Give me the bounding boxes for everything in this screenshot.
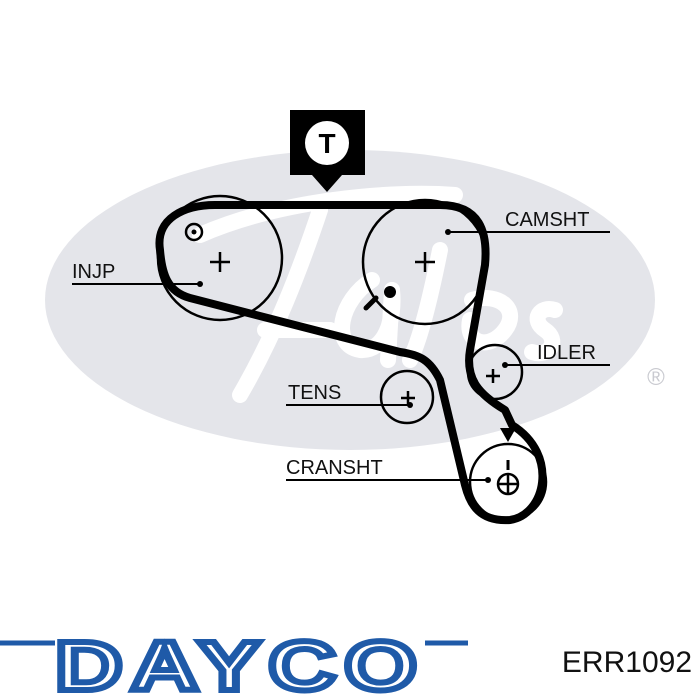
center-cross-icon	[486, 369, 500, 383]
label-idler: IDLER	[537, 342, 596, 364]
label-injection-pump: INJP	[72, 261, 115, 283]
timing-belt	[155, 201, 547, 525]
injection-pump-pulley	[156, 194, 284, 322]
idler-pulley	[466, 343, 524, 401]
t-marker-letter: T	[318, 128, 335, 159]
timing-hole-icon	[184, 222, 204, 242]
leader-dots	[197, 229, 508, 483]
center-cross-icon	[498, 474, 518, 494]
tensioner-pulley	[379, 369, 435, 425]
label-camshaft: CAMSHT	[505, 209, 589, 231]
crankshaft-pulley	[468, 442, 548, 522]
center-cross-icon	[415, 252, 435, 272]
dayco-logo: DAYCO	[0, 624, 468, 700]
part-number: ERR1092	[562, 646, 692, 679]
label-crankshaft: CRANSHT	[286, 457, 383, 479]
timing-dash-icon	[363, 295, 379, 311]
brand-wordmark: DAYCO	[55, 627, 425, 700]
timing-dot-icon	[384, 286, 396, 298]
label-tensioner: TENS	[288, 382, 341, 404]
center-cross-icon	[401, 391, 415, 405]
timing-mark-arrow-icon	[500, 428, 516, 442]
center-cross-icon	[210, 252, 230, 272]
registered-mark: ®	[647, 364, 665, 391]
camshaft-pulley	[361, 198, 489, 326]
leader-lines	[72, 231, 610, 481]
timing-marker-t: T	[290, 110, 365, 192]
